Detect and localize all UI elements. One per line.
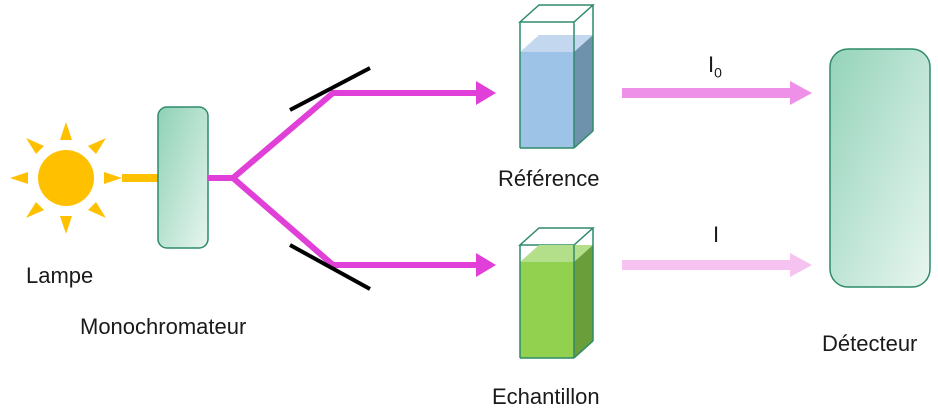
sample-cuvette bbox=[518, 227, 595, 359]
monochromator-label: Monochromateur bbox=[80, 314, 247, 339]
lamp-label: Lampe bbox=[26, 263, 94, 288]
i0-label-subscript: 0 bbox=[714, 64, 722, 81]
reference-cuvette bbox=[518, 4, 595, 149]
monochromator-box bbox=[157, 106, 209, 249]
lamp-beam bbox=[122, 174, 160, 182]
split-beams bbox=[208, 90, 478, 268]
i0-beam-arrowhead bbox=[790, 81, 812, 105]
i-beam-arrowhead bbox=[790, 253, 812, 277]
top-mirror bbox=[289, 66, 371, 112]
reference-beam-arrowhead bbox=[476, 81, 496, 105]
i-beam bbox=[622, 260, 792, 270]
reference-label: Référence bbox=[498, 166, 600, 191]
i-label: I bbox=[713, 222, 720, 247]
i0-label: I0 bbox=[708, 52, 722, 80]
i0-beam bbox=[622, 88, 792, 98]
sample-label: Echantillon bbox=[492, 384, 600, 409]
detector-label: Détecteur bbox=[822, 331, 918, 356]
sample-beam-arrowhead bbox=[476, 253, 496, 277]
lamp-sun-icon bbox=[10, 122, 122, 234]
bottom-mirror bbox=[289, 243, 371, 291]
detector-box bbox=[829, 48, 931, 288]
i0-label-main: I bbox=[708, 52, 715, 77]
